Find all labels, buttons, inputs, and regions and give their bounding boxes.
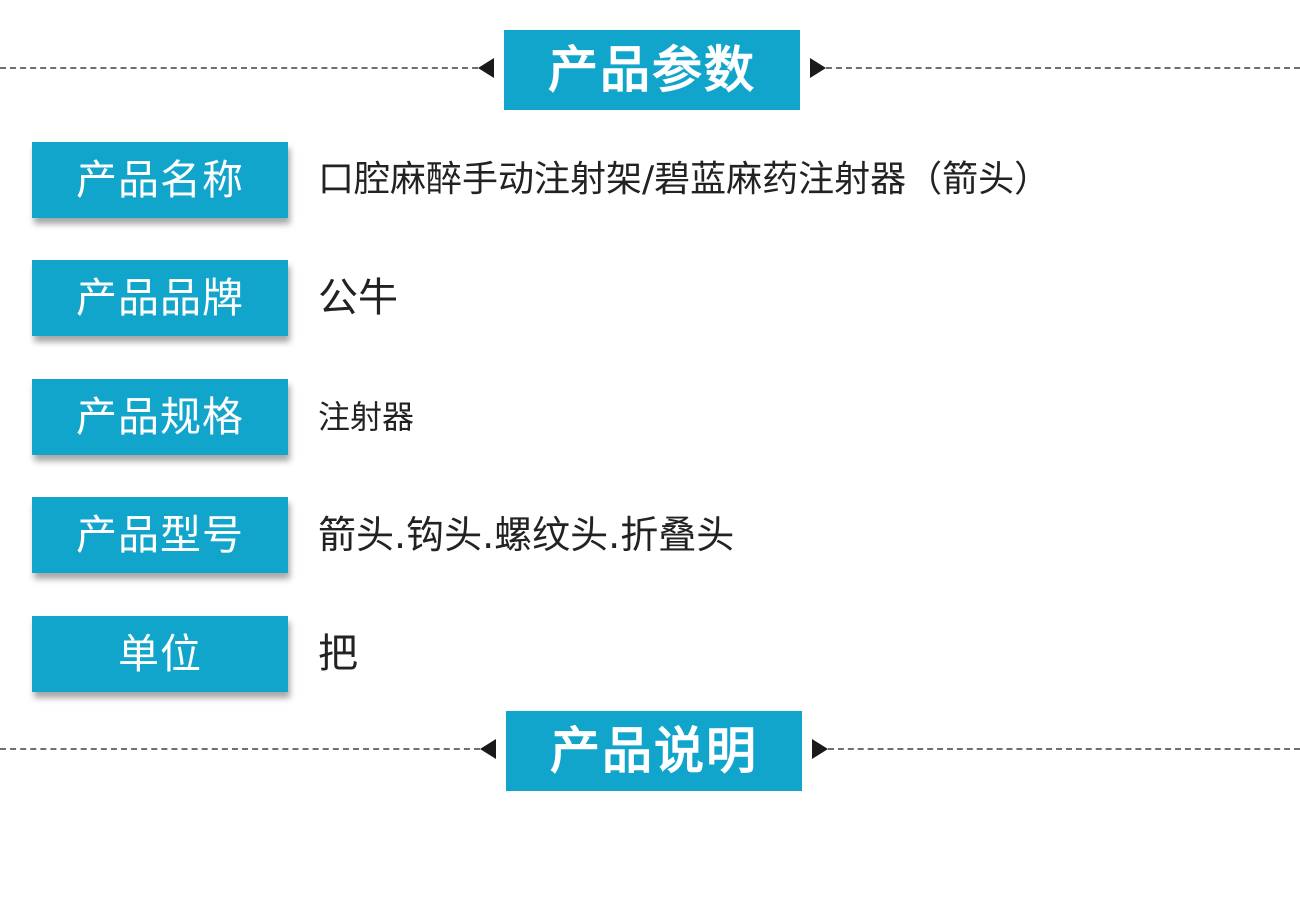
right-arrow-icon	[812, 739, 828, 759]
param-value: 箭头.钩头.螺纹头.折叠头	[318, 513, 735, 557]
right-dashed-divider	[828, 748, 1300, 750]
param-label: 产品型号	[32, 497, 288, 573]
params-section-title: 产品参数	[504, 30, 800, 110]
desc-section-header: 产品说明	[0, 711, 1300, 791]
params-section-header: 产品参数	[0, 30, 1300, 110]
left-arrow-icon	[480, 739, 496, 759]
param-value: 公牛	[318, 275, 398, 321]
left-dashed-divider	[0, 67, 478, 69]
param-label: 产品规格	[32, 379, 288, 455]
param-label: 单位	[32, 616, 288, 692]
param-value: 把	[318, 631, 358, 677]
left-dashed-divider	[0, 748, 480, 750]
right-arrow-icon	[810, 58, 826, 78]
desc-section-title: 产品说明	[506, 711, 802, 791]
param-label: 产品名称	[32, 142, 288, 218]
right-dashed-divider	[826, 67, 1300, 69]
left-arrow-icon	[478, 58, 494, 78]
param-value: 口腔麻醉手动注射架/碧蓝麻药注射器（箭头）	[318, 159, 1051, 200]
param-value: 注射器	[318, 398, 415, 436]
param-label: 产品品牌	[32, 260, 288, 336]
